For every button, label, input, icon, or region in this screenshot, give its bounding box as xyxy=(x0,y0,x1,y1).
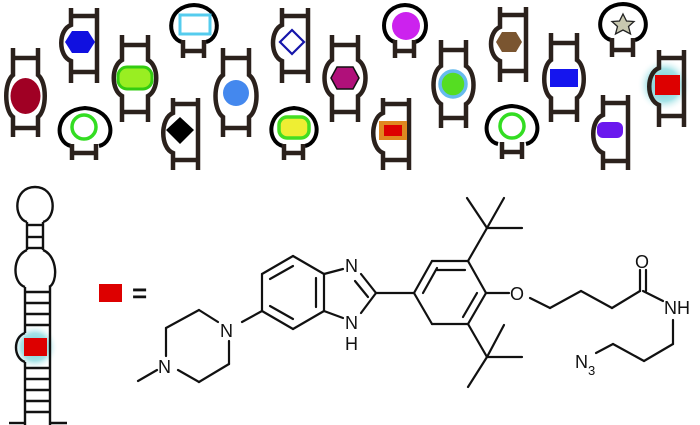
atom-nh-imidazole-n: N xyxy=(345,313,358,333)
motif-5-hairpin xyxy=(169,2,219,58)
brown-hexagon-icon xyxy=(496,32,522,52)
blue-rect-icon xyxy=(550,69,578,87)
magenta-hexagon-icon xyxy=(330,66,360,90)
atom-n-piperazine-1: N xyxy=(158,357,171,377)
blue-diamond-outline-icon xyxy=(278,28,306,56)
motif-14-bulge xyxy=(488,7,529,82)
target-rna-hairpin xyxy=(9,185,67,425)
motif-18-bulge xyxy=(591,95,631,170)
yellow-rounded-rect-icon xyxy=(277,115,311,140)
star-icon xyxy=(610,12,636,36)
motif-6-bulge xyxy=(161,98,201,170)
atom-o-carbonyl: O xyxy=(635,252,649,272)
base-pairs xyxy=(25,290,50,414)
azide-subscript: 3 xyxy=(588,363,595,378)
light-blue-rect-outline-icon xyxy=(178,13,212,36)
atom-n-azide: N xyxy=(575,352,588,372)
motif-4-internal-loop xyxy=(111,35,159,122)
green-ring-icon-2 xyxy=(498,112,526,140)
atom-n-piperazine-2: N xyxy=(220,321,233,341)
motif-16-internal-loop xyxy=(542,33,586,122)
red-square-icon xyxy=(24,338,47,356)
motif-library xyxy=(4,1,691,170)
motif-8-bulge xyxy=(270,8,311,83)
atom-n-imidazole: N xyxy=(345,256,358,276)
atom-nh-amide: NH xyxy=(664,298,690,318)
motif-1-internal-loop xyxy=(4,48,47,137)
motif-17-hairpin xyxy=(598,1,648,57)
motif-7-internal-loop xyxy=(213,48,259,137)
motif-13-internal-loop xyxy=(431,40,476,128)
violet-rounded-rect-icon xyxy=(597,122,623,138)
motif-10-internal-loop xyxy=(322,35,368,122)
green-ring-icon xyxy=(70,113,98,141)
lime-rounded-rect-icon xyxy=(116,65,154,91)
motif-3-hairpin xyxy=(57,105,113,160)
red-inner-rect-icon xyxy=(384,125,402,136)
motif-9-hairpin xyxy=(269,105,319,160)
purple-circle-icon xyxy=(392,12,420,40)
legend: = xyxy=(99,278,147,308)
legend-red-square-icon xyxy=(99,284,122,302)
black-diamond-icon xyxy=(166,117,194,144)
motif-11-hairpin xyxy=(382,2,428,58)
motif-12-bulge xyxy=(371,98,412,170)
legend-equals: = xyxy=(132,278,147,308)
red-square-icon xyxy=(655,75,680,95)
blue-hexagon-icon xyxy=(65,31,95,53)
motif-2-bulge xyxy=(59,8,100,83)
motif-19-bulge-highlighted xyxy=(637,50,691,127)
green-circle-icon xyxy=(438,69,468,99)
chemical-structure: N N N N H xyxy=(136,196,690,389)
atom-o-ether: O xyxy=(510,284,524,304)
dark-red-ellipse-icon xyxy=(10,78,41,114)
blue-circle-icon xyxy=(223,80,249,106)
motif-15-hairpin xyxy=(484,103,540,159)
atom-nh-imidazole-h: H xyxy=(345,334,358,354)
